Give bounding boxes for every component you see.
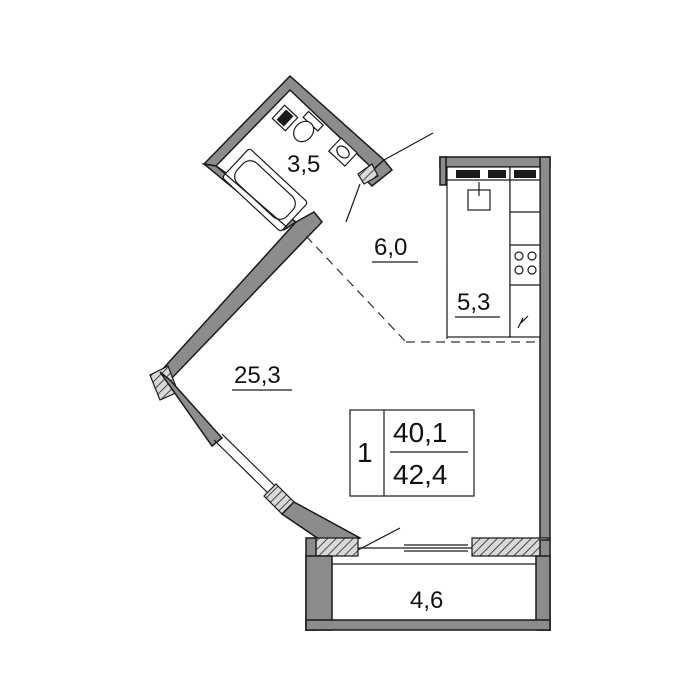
bathroom-door	[345, 132, 434, 223]
balcony-area: 4,6	[410, 587, 443, 614]
washer	[271, 104, 299, 132]
room-count: 1	[357, 437, 373, 468]
living-area-total: 40,1	[393, 417, 448, 448]
window-diagonal	[213, 433, 362, 549]
summary-box: 1 40,1 42,4	[349, 409, 475, 497]
total-area: 42,4	[393, 459, 448, 490]
kitchen-area: 5,3	[457, 289, 490, 316]
hallway-area: 6,0	[374, 234, 407, 261]
left-wall	[149, 211, 323, 448]
kitchen-counter	[446, 166, 541, 338]
zone-dividers	[305, 235, 540, 343]
bathroom-block	[201, 74, 394, 232]
toilet	[293, 110, 325, 143]
bathroom-area: 3,5	[287, 151, 320, 178]
stove	[514, 251, 537, 275]
balcony	[305, 527, 551, 631]
sink	[327, 137, 359, 167]
bathtub	[222, 148, 308, 232]
living-area: 25,3	[234, 362, 281, 389]
electric-icon	[517, 315, 529, 329]
